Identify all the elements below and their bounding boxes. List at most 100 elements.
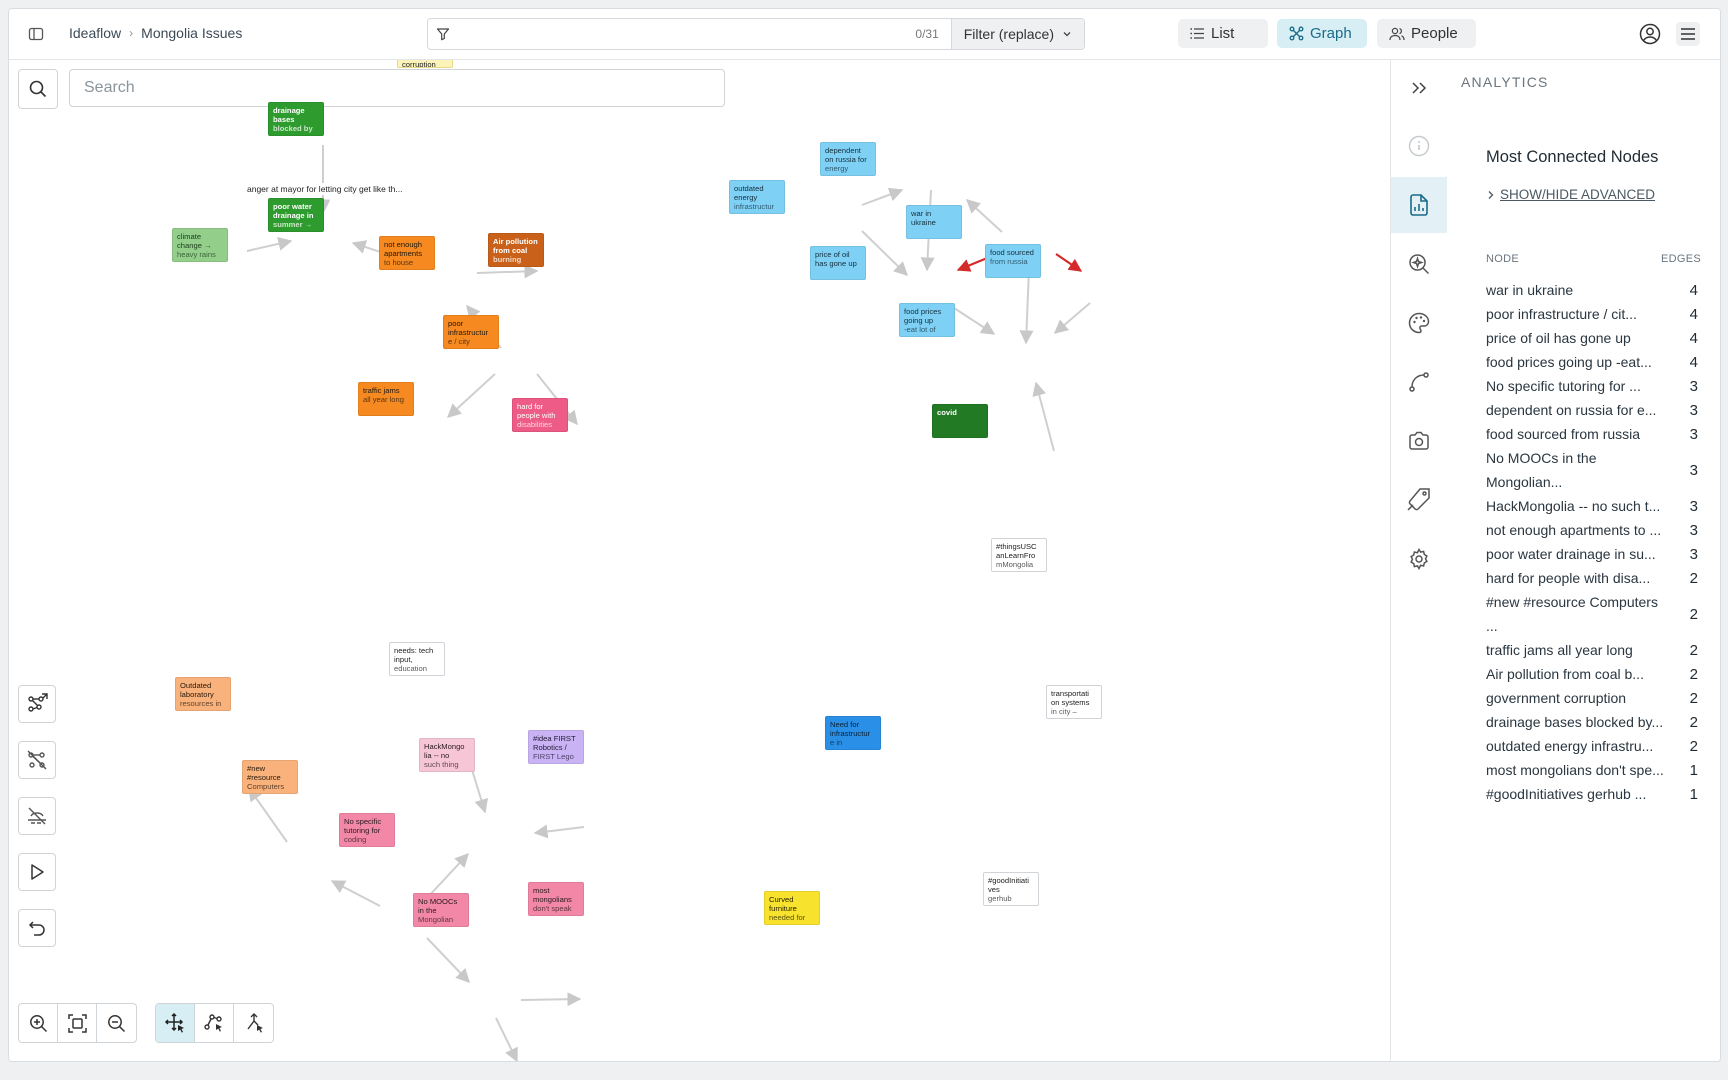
analytics-row[interactable]: poor water drainage in su...3: [1486, 542, 1698, 566]
row-edge-count: 3: [1689, 545, 1698, 563]
analytics-row[interactable]: No specific tutoring for ...3: [1486, 374, 1698, 398]
breadcrumb-root[interactable]: Ideaflow: [69, 25, 122, 41]
node-first[interactable]: #idea FIRST Robotics /FIRST Lego: [528, 730, 584, 764]
people-icon: [1389, 27, 1405, 40]
analytics-row[interactable]: hard for people with disa...2: [1486, 566, 1698, 590]
analytics-row[interactable]: dependent on russia for e...3: [1486, 398, 1698, 422]
play-button[interactable]: [18, 853, 56, 891]
analytics-row[interactable]: not enough apartments to ...3: [1486, 518, 1698, 542]
row-node-name: outdated energy infrastru...: [1486, 738, 1654, 754]
analytics-row[interactable]: #goodInitiatives gerhub ...1: [1486, 782, 1698, 806]
node-title: outdated energy: [734, 184, 764, 202]
camera-icon: [1409, 431, 1429, 450]
sidebar-toggle-icon[interactable]: [25, 23, 47, 45]
analytics-row[interactable]: food prices going up -eat...4: [1486, 350, 1698, 374]
row-node-name: #new #resource Computers ...: [1486, 594, 1658, 634]
node-subtitle: education: [394, 664, 427, 673]
analytics-row[interactable]: No MOOCs in the Mongolian...3: [1486, 446, 1698, 494]
layout-button[interactable]: [18, 685, 56, 723]
move-mode-button[interactable]: [156, 1004, 195, 1042]
filter-mode-dropdown[interactable]: Filter (replace): [950, 19, 1084, 49]
hide-labels-button[interactable]: [18, 797, 56, 835]
node-subtitle: FIRST Lego: [533, 752, 574, 761]
analytics-row[interactable]: outdated energy infrastru...2: [1486, 734, 1698, 758]
hide-edges-button[interactable]: [18, 741, 56, 779]
zoom-out-button[interactable]: [97, 1004, 136, 1042]
analytics-row[interactable]: poor infrastructure / cit...4: [1486, 302, 1698, 326]
undo-button[interactable]: [18, 909, 56, 947]
play-icon: [31, 864, 44, 880]
analytics-tab[interactable]: [1391, 177, 1447, 233]
menu-icon[interactable]: [1676, 22, 1700, 46]
node-title: food sourced: [990, 248, 1034, 257]
analytics-row[interactable]: Air pollution from coal b...2: [1486, 662, 1698, 686]
info-tab[interactable]: [1391, 118, 1447, 174]
edges-style-tab[interactable]: [1391, 354, 1447, 410]
node-oil[interactable]: price of oil has gone up: [810, 246, 866, 280]
node-climate[interactable]: climate change →heavy rains: [172, 228, 228, 262]
node-subtitle: heavy rains: [177, 250, 216, 259]
theme-tab[interactable]: [1391, 295, 1447, 351]
graph-canvas[interactable]: corruption anger at mayor for letting ci…: [9, 60, 1389, 1061]
analytics-row[interactable]: #new #resource Computers ...2: [1486, 590, 1698, 638]
filter-count: 0/31: [915, 27, 939, 41]
view-list-button[interactable]: List: [1178, 19, 1268, 48]
node-subtitle: energy: [825, 164, 849, 173]
filter-input[interactable]: 0/31 Filter (replace): [427, 18, 1085, 50]
top-bar: Ideaflow › Mongolia Issues 0/31 Filter (…: [9, 9, 1720, 60]
show-hide-advanced-link[interactable]: SHOW/HIDE ADVANCED: [1486, 187, 1655, 202]
node-war[interactable]: war in ukraine: [906, 205, 962, 239]
node-corruption[interactable]: corruption: [397, 60, 453, 68]
analytics-row[interactable]: drainage bases blocked by...2: [1486, 710, 1698, 734]
snapshot-tab[interactable]: [1391, 413, 1447, 469]
node-covid[interactable]: covid: [932, 404, 988, 438]
node-subtitle: burning: [493, 255, 522, 264]
node-foodprices[interactable]: food prices going up-eat lot of: [899, 303, 955, 337]
breadcrumb-current[interactable]: Mongolia Issues: [141, 25, 243, 41]
settings-tab[interactable]: [1391, 531, 1447, 587]
row-edge-count: 3: [1689, 521, 1698, 539]
node-techinput[interactable]: needs: tech input,education: [389, 642, 445, 676]
search-button[interactable]: [18, 69, 58, 109]
search-insights-tab[interactable]: [1391, 236, 1447, 292]
connect-mode-button[interactable]: [195, 1004, 234, 1042]
collapse-panel-button[interactable]: [1391, 60, 1447, 116]
search-input[interactable]: [69, 69, 725, 107]
analytics-row[interactable]: most mongolians don't spe...1: [1486, 758, 1698, 782]
list-icon: [1190, 28, 1204, 39]
account-icon[interactable]: [1638, 22, 1662, 46]
analytics-row[interactable]: HackMongolia -- no such t...3: [1486, 494, 1698, 518]
view-graph-button[interactable]: Graph: [1277, 19, 1367, 48]
zoom-in-button[interactable]: [19, 1004, 58, 1042]
fit-view-button[interactable]: [58, 1004, 97, 1042]
branch-mode-button[interactable]: [234, 1004, 273, 1042]
tags-tab[interactable]: [1391, 472, 1447, 528]
view-people-button[interactable]: People: [1377, 19, 1476, 48]
